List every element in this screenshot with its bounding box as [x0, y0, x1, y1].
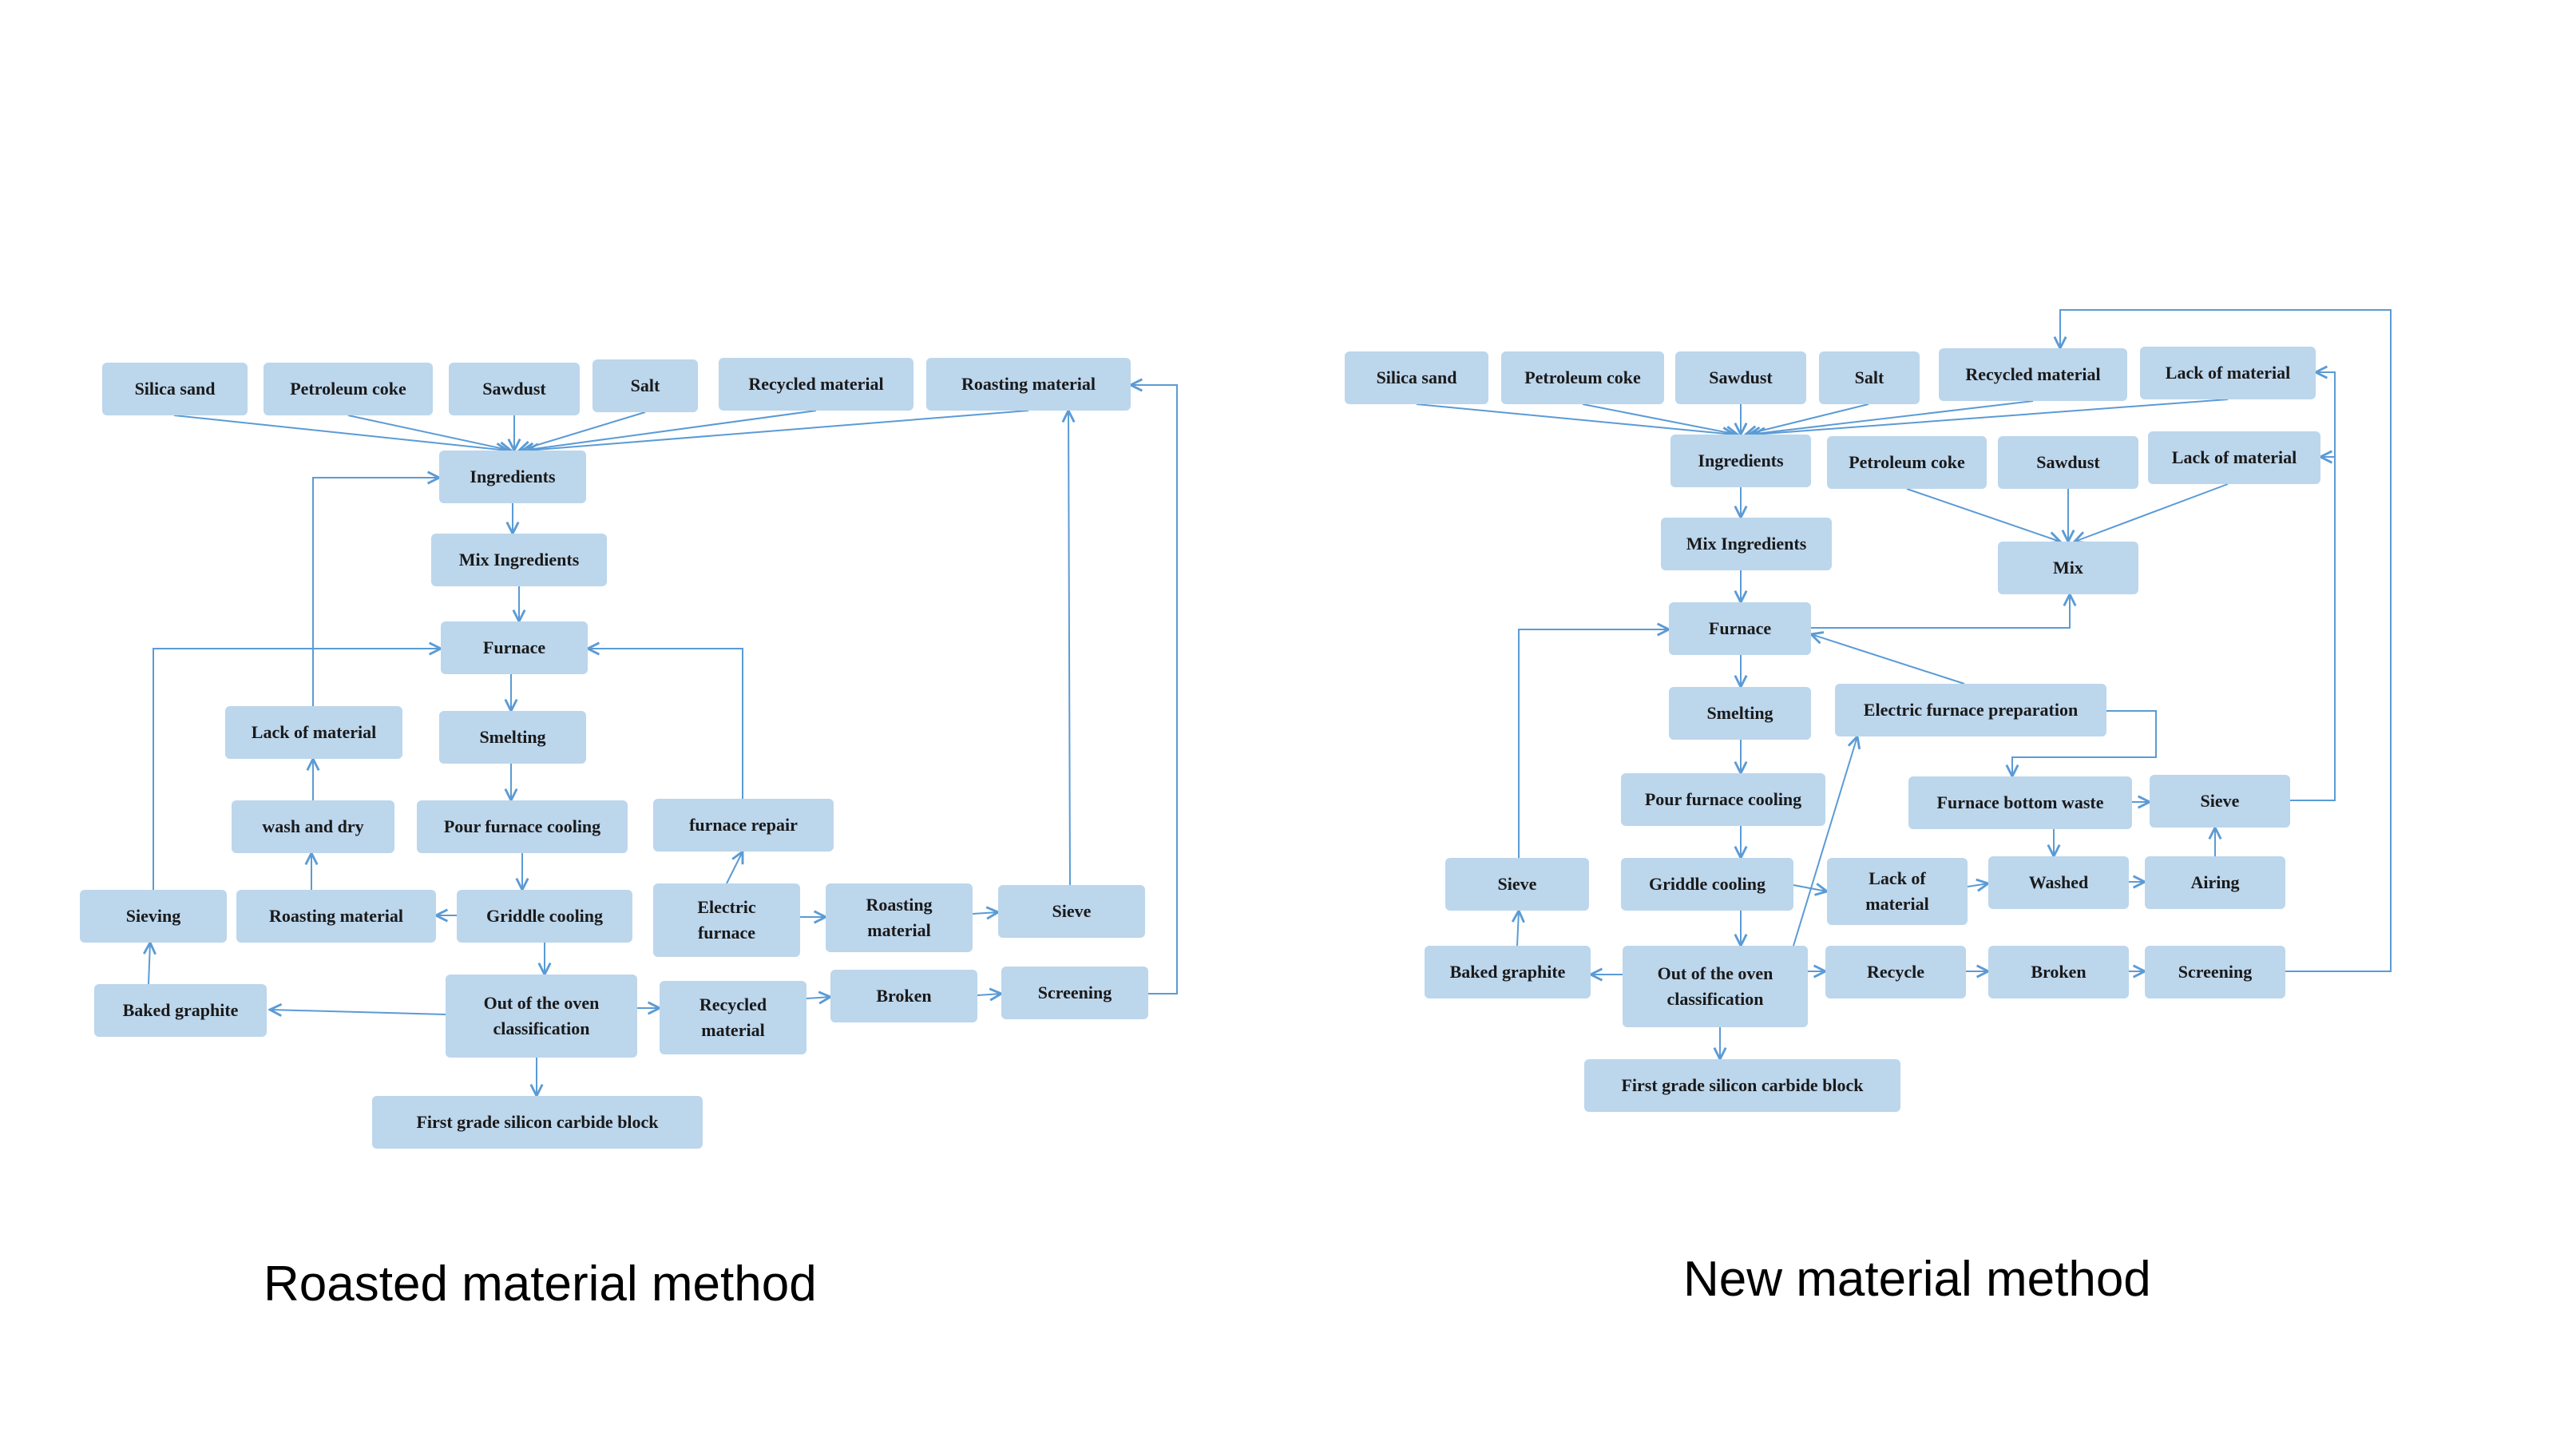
edge-l-baked-sieving [149, 943, 150, 985]
edge-r-lackmid-lacktop [2316, 372, 2336, 457]
edge-r-electric-bottom [2012, 710, 2157, 776]
right-node-lack-of-material-mid: Lack of material [2148, 431, 2320, 484]
edge-r-griddle-lack [1793, 885, 1827, 891]
left-node-pour-furnace-cooling: Pour furnace cooling [417, 800, 628, 853]
right-node-sieve-right: Sieve [2150, 775, 2290, 828]
edge-l-roasting-ingredients [527, 410, 1029, 451]
left-node-wash-and-dry: wash and dry [232, 800, 394, 853]
right-node-electric-furnace-prep: Electric furnace preparation [1835, 684, 2106, 736]
edge-r-salt-ingredients [1746, 403, 1869, 435]
edge-l-efurnace-repair [726, 852, 743, 884]
right-node-silica-sand: Silica sand [1345, 351, 1488, 404]
right-node-ingredients: Ingredients [1670, 435, 1811, 487]
right-node-lack-of-material-top: Lack of material [2140, 347, 2316, 399]
left-node-furnace-repair: furnace repair [653, 799, 834, 852]
edge-l-sieve-roasting [1068, 411, 1070, 886]
right-node-petroleum-coke-mid: Petroleum coke [1827, 436, 1987, 489]
left-node-ingredients: Ingredients [439, 451, 586, 503]
edge-r-sieve-furnace [1518, 629, 1669, 858]
right-node-pour-furnace-cooling: Pour furnace cooling [1621, 773, 1825, 826]
edge-r-silica-ingredients [1416, 403, 1734, 435]
left-node-recycled-material-bottom: Recycled material [660, 981, 806, 1054]
right-node-recycled-material: Recycled material [1939, 348, 2127, 401]
caption-new-method: New material method [1683, 1252, 2151, 1307]
right-node-mix-ingredients: Mix Ingredients [1661, 518, 1832, 570]
left-node-out-of-oven: Out of the oven classification [446, 975, 637, 1058]
left-node-smelting: Smelting [439, 711, 586, 764]
left-node-petroleum-coke: Petroleum coke [264, 363, 433, 415]
left-node-screening: Screening [1001, 967, 1148, 1019]
edge-r-out-electric [1793, 736, 1857, 947]
right-node-recycle: Recycle [1825, 946, 1966, 998]
right-node-smelting: Smelting [1669, 687, 1811, 740]
edge-r-recycled-ingredients [1749, 400, 2034, 435]
left-node-electric-furnace: Electric furnace [653, 883, 800, 957]
right-node-sieve-left: Sieve [1445, 858, 1589, 911]
edge-l-out-baked [270, 1010, 446, 1014]
edge-l-lack-ingredients [312, 478, 439, 706]
left-node-recycled-material: Recycled material [719, 358, 913, 411]
edge-l-repair-furnace [588, 649, 743, 799]
left-node-salt: Salt [592, 359, 698, 412]
edge-r-baked-sieve [1517, 911, 1519, 947]
edge-r-lackmid-mix [2075, 483, 2229, 542]
left-node-sawdust: Sawdust [449, 363, 580, 415]
left-node-sieving: Sieving [80, 890, 227, 943]
left-node-furnace: Furnace [441, 621, 588, 674]
edge-r-lack-ingredients [1754, 399, 2229, 435]
right-node-washed: Washed [1988, 856, 2129, 909]
edge-l-recycled-broken [806, 997, 830, 998]
edge-r-sieve-lackmid [2290, 457, 2336, 801]
left-node-broken: Broken [830, 970, 977, 1022]
left-node-first-grade: First grade silicon carbide block [372, 1096, 703, 1149]
right-node-mix: Mix [1998, 542, 2138, 594]
right-node-baked-graphite: Baked graphite [1425, 946, 1591, 998]
edge-r-lack-washed [1967, 883, 1988, 887]
edge-r-screening-top [2060, 309, 2392, 972]
right-node-sawdust-top: Sawdust [1675, 351, 1806, 404]
edge-r-petcoke-mix [1906, 488, 2060, 542]
left-node-roasting-material-mid: Roasting material [236, 890, 436, 943]
left-node-lack-of-material: Lack of material [225, 706, 402, 759]
edge-r-furnace-mix [1811, 594, 2070, 629]
left-node-roasting-material-right: Roasting material [826, 883, 973, 952]
left-node-sieve: Sieve [998, 885, 1145, 938]
right-node-salt: Salt [1819, 351, 1920, 404]
right-node-broken: Broken [1988, 946, 2129, 998]
left-node-silica-sand: Silica sand [102, 363, 248, 415]
left-node-mix-ingredients: Mix Ingredients [431, 534, 607, 586]
edge-l-petcoke-ingredients [347, 415, 511, 451]
right-node-screening: Screening [2145, 946, 2285, 998]
edge-l-roastright-sieve [972, 912, 998, 914]
right-node-petroleum-coke-top: Petroleum coke [1501, 351, 1664, 404]
right-node-first-grade: First grade silicon carbide block [1584, 1059, 1900, 1112]
edge-l-broken-screening [977, 994, 1001, 995]
left-node-baked-graphite: Baked graphite [94, 984, 267, 1037]
right-node-sawdust-mid: Sawdust [1998, 436, 2138, 489]
right-node-furnace: Furnace [1669, 602, 1811, 655]
edge-r-electric-furnace [1811, 634, 1965, 685]
edge-l-salt-ingredients [519, 411, 646, 451]
edge-l-recycled-ingredients [522, 410, 817, 451]
edge-l-silica-ingredients [173, 415, 508, 451]
right-node-griddle-cooling: Griddle cooling [1621, 858, 1793, 911]
edge-r-petcoke-ingredients [1582, 403, 1738, 435]
edge-l-screening-roasting [1131, 385, 1178, 994]
right-node-furnace-bottom-waste: Furnace bottom waste [1908, 776, 2132, 829]
left-node-griddle-cooling: Griddle cooling [457, 890, 632, 943]
right-node-lack-of-material-low: Lack of material [1827, 858, 1968, 925]
left-node-roasting-material-top: Roasting material [926, 358, 1131, 411]
edge-l-sieving-furnace [153, 649, 441, 890]
caption-roasted-method: Roasted material method [264, 1256, 817, 1312]
right-node-airing: Airing [2145, 856, 2285, 909]
right-node-out-of-oven: Out of the oven classification [1623, 946, 1808, 1027]
